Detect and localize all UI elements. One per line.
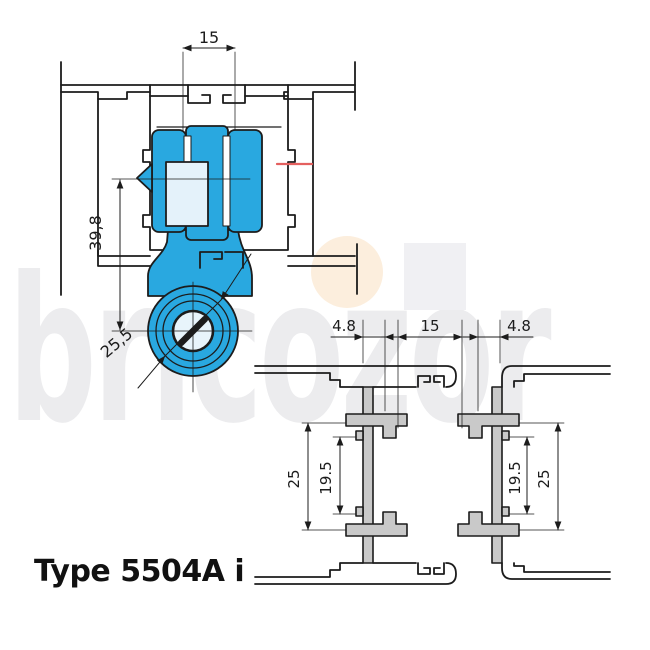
dim-255-line-upper bbox=[220, 253, 252, 301]
wheel-crosshair bbox=[111, 281, 253, 393]
clip-bottom-hooks bbox=[417, 562, 445, 575]
bracket-bottom-right bbox=[457, 511, 520, 537]
dim-25-right-ext bbox=[518, 422, 565, 531]
rail-bottom-right-inner bbox=[513, 562, 611, 573]
logo-circle bbox=[311, 236, 383, 308]
dim-195-left-ext bbox=[332, 436, 357, 515]
rail-bottom-right-outer bbox=[501, 562, 611, 580]
type-label: Type 5504A i bbox=[34, 554, 245, 589]
dim-label-top-width: 15 bbox=[199, 28, 219, 47]
carriage-right-roller bbox=[227, 129, 263, 233]
bracket-bottom-left bbox=[345, 511, 408, 537]
dim-label-roller-diameter: 25,5 bbox=[97, 324, 137, 361]
dim-195-right-ext bbox=[508, 436, 535, 515]
carriage-bolt-block bbox=[165, 161, 209, 227]
wall-right bbox=[491, 386, 503, 564]
rail-top-right-outer bbox=[501, 365, 611, 388]
track-profile-drawing bbox=[254, 319, 611, 585]
dim-label-outer-right: 25 bbox=[535, 469, 553, 488]
top-rail-inner-right bbox=[283, 91, 356, 100]
track-profile-left-edge bbox=[142, 84, 169, 251]
bracket-top-left bbox=[345, 413, 408, 439]
carriage-slot-right bbox=[222, 135, 231, 227]
logo-square bbox=[404, 243, 466, 310]
bottom-rail-lines bbox=[97, 249, 356, 267]
dim-label-wall-left: 4.8 bbox=[332, 317, 356, 335]
track-profile-right-edge bbox=[239, 84, 296, 251]
dim-255-line-mid bbox=[164, 299, 222, 357]
roller-assembly-drawing bbox=[60, 44, 358, 393]
dim-label-inner-right: 19.5 bbox=[506, 461, 524, 494]
wall-left-nub-bottom bbox=[355, 506, 364, 517]
wall-left bbox=[362, 386, 374, 564]
wall-right-nub-top bbox=[501, 430, 510, 441]
bracket-top-right bbox=[457, 413, 520, 439]
rail-bottom-left-inner bbox=[254, 562, 364, 578]
carriage-pivot-arrow bbox=[136, 163, 153, 193]
dim-label-center-gap: 15 bbox=[420, 317, 439, 335]
dim-label-wall-right: 4.8 bbox=[507, 317, 531, 335]
dim-15-extensions bbox=[182, 51, 236, 131]
dim-255-line-lower bbox=[137, 355, 166, 389]
track-top-clip bbox=[187, 84, 246, 104]
dim-label-outer-left: 25 bbox=[285, 469, 303, 488]
dim-label-inner-left: 19.5 bbox=[317, 461, 335, 494]
dim-25-left-ext bbox=[301, 422, 347, 531]
wall-right-nub-bottom bbox=[501, 506, 510, 517]
clip-top-hooks bbox=[417, 375, 445, 388]
rail-top-left-inner bbox=[254, 372, 364, 388]
top-rail-inner-left bbox=[60, 91, 151, 100]
wall-left-nub-top bbox=[355, 430, 364, 441]
rail-bottom-left-outer bbox=[254, 562, 457, 585]
rail-top-left-outer bbox=[254, 365, 457, 388]
track-bottom-clip bbox=[199, 251, 244, 269]
rail-top-right-inner bbox=[513, 373, 611, 388]
dim-top-extensions bbox=[362, 319, 501, 429]
dim-label-height: 39,8 bbox=[86, 215, 105, 251]
